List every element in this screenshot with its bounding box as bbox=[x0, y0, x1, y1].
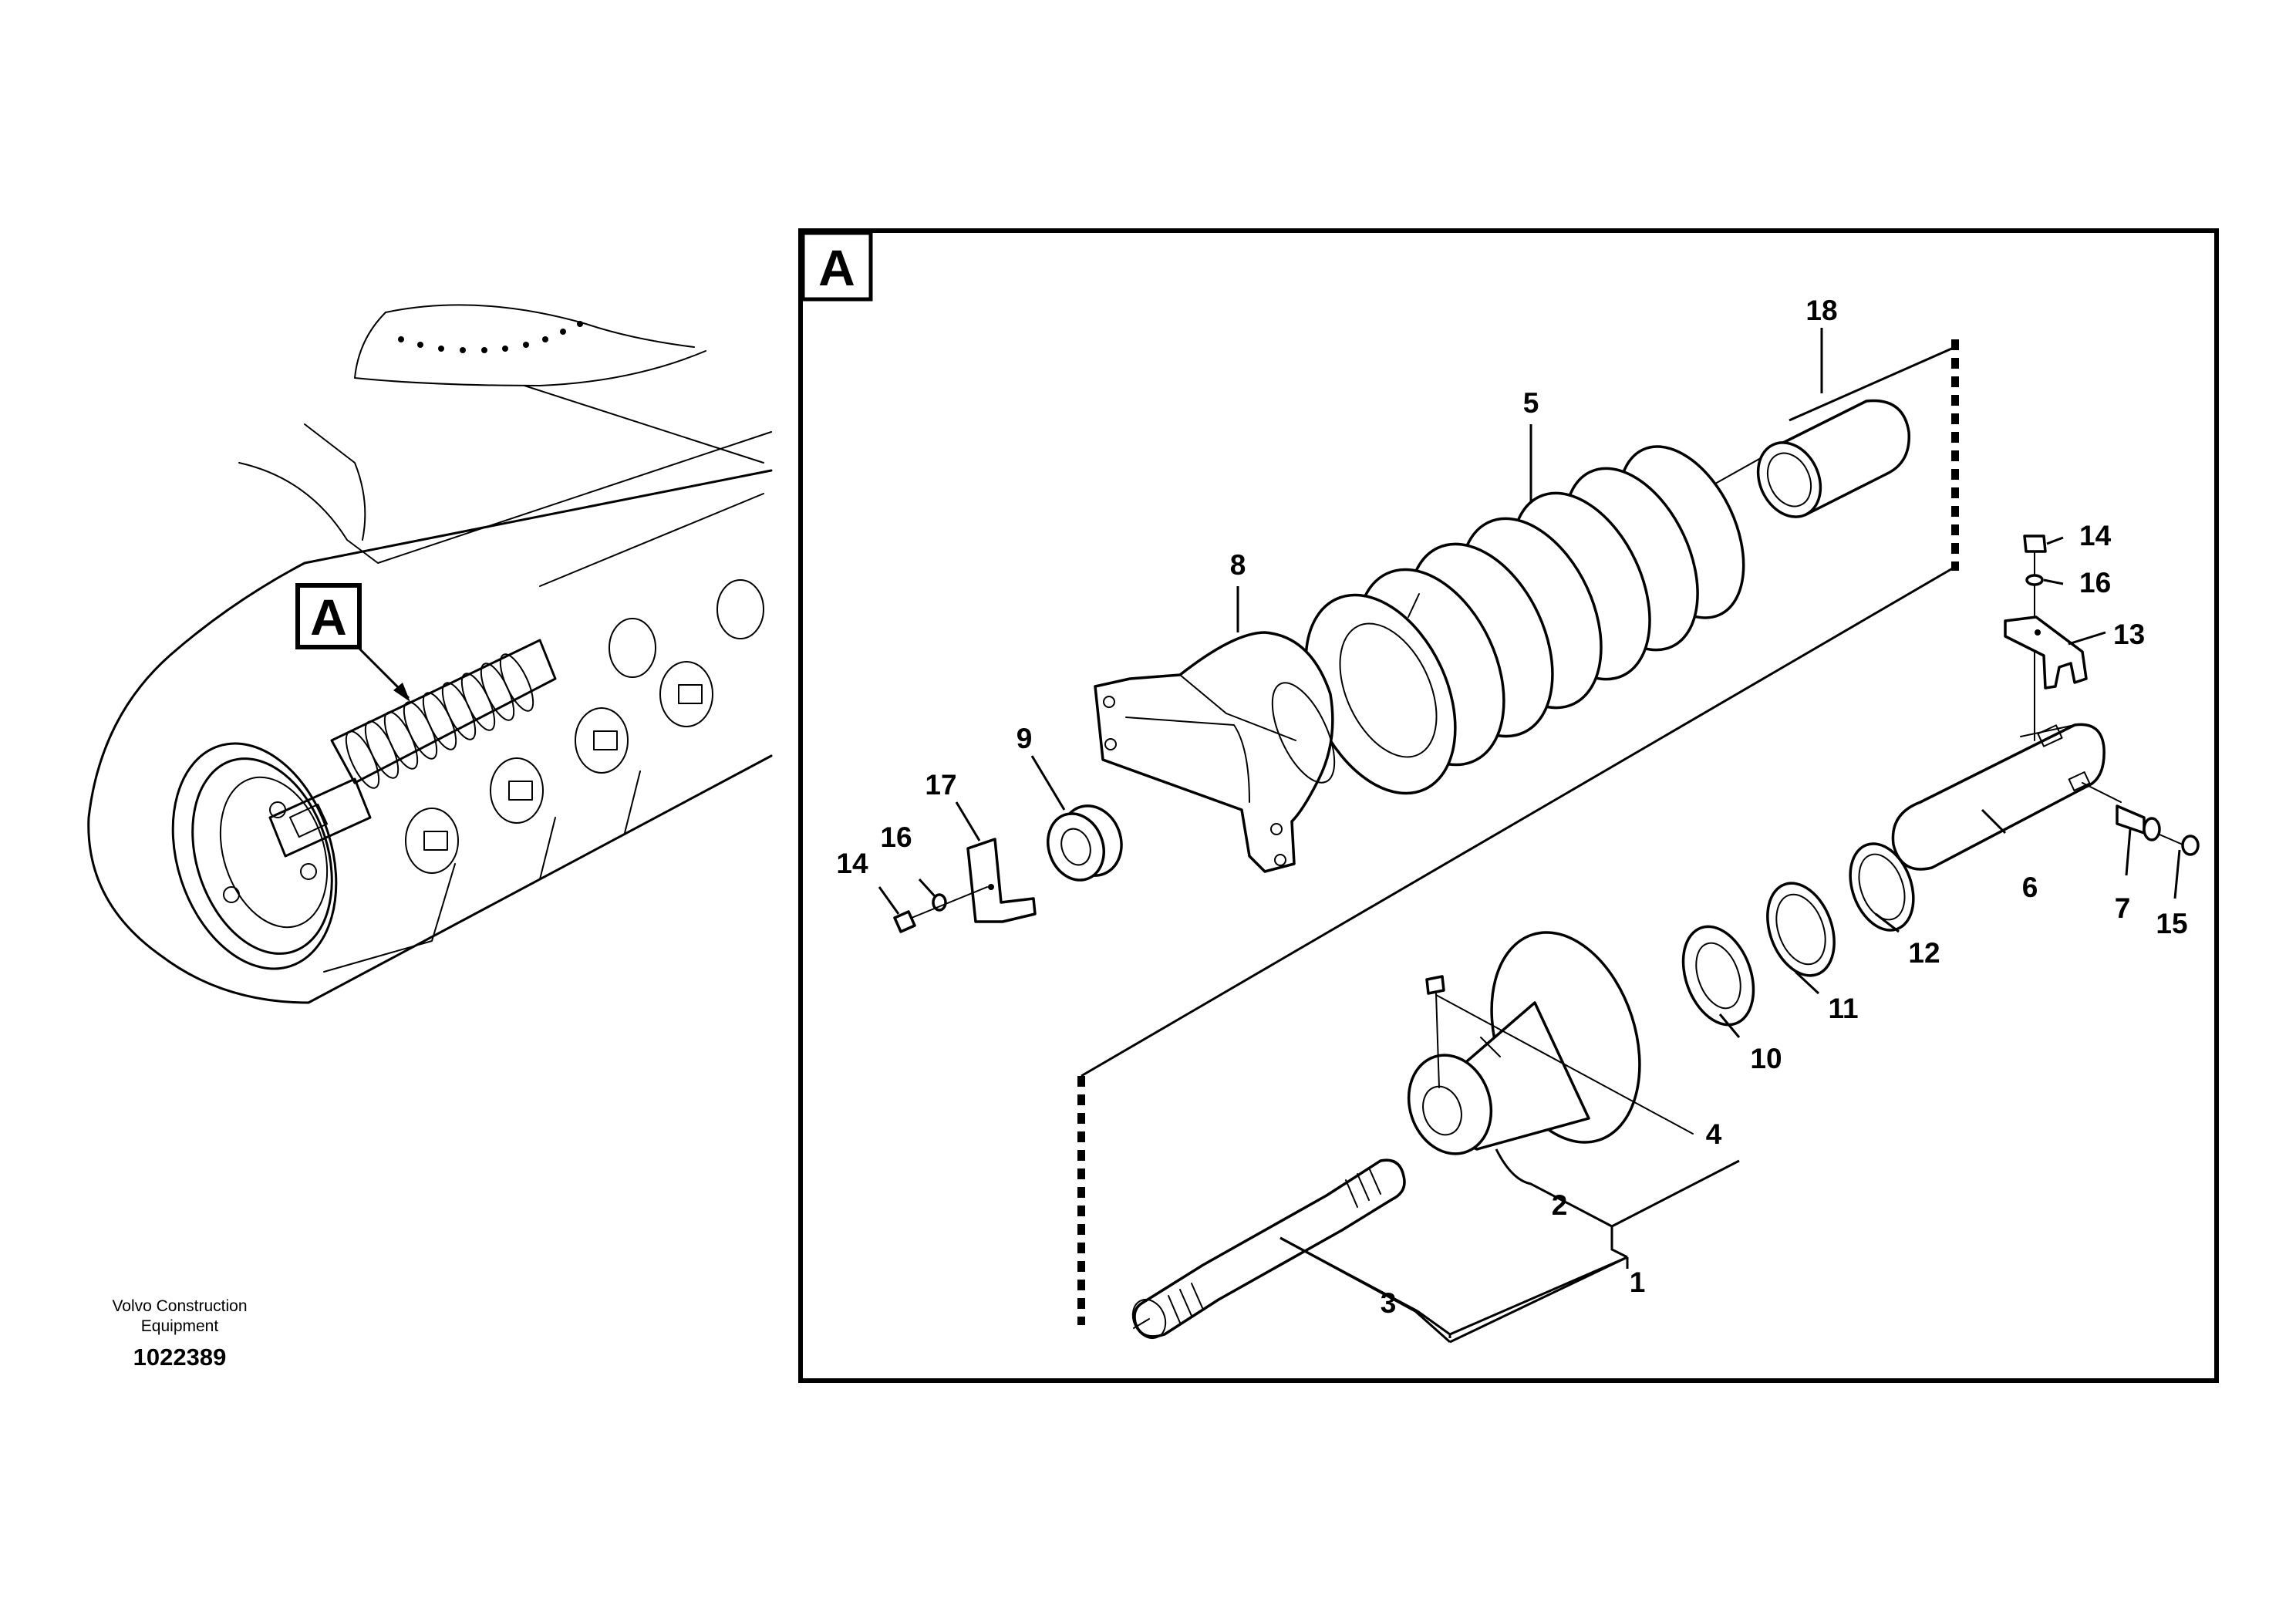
label-part-2: 2 bbox=[1552, 1189, 1568, 1221]
part-7-grease-fitting bbox=[2116, 804, 2183, 845]
turntable-bolt-dots bbox=[398, 321, 583, 353]
part-11-shim bbox=[1766, 882, 1836, 977]
label-part-3: 3 bbox=[1381, 1287, 1397, 1319]
part-2-housing bbox=[1407, 931, 1641, 1155]
part-15-cap bbox=[2181, 835, 2200, 856]
caption-line-2: Equipment bbox=[141, 1317, 219, 1335]
overview-callout-letter: A bbox=[310, 588, 347, 646]
part-6-cylinder bbox=[1891, 723, 2122, 871]
label-part-5: 5 bbox=[1523, 387, 1539, 419]
label-part-9: 9 bbox=[1017, 723, 1033, 754]
label-part-16-left: 16 bbox=[880, 821, 912, 853]
label-part-12: 12 bbox=[1908, 937, 1940, 969]
leader-lines bbox=[878, 328, 2181, 1344]
label-part-7: 7 bbox=[2115, 892, 2131, 924]
part-4-set-screw bbox=[1425, 975, 1694, 1135]
label-part-11: 11 bbox=[1828, 993, 1858, 1024]
label-part-10: 10 bbox=[1750, 1043, 1782, 1074]
detail-letter: A bbox=[818, 239, 855, 296]
part-10-ring bbox=[1681, 925, 1755, 1027]
part-8-bracket bbox=[1094, 631, 1336, 873]
part-5-spring bbox=[1304, 445, 1745, 795]
part-14-bolt-left bbox=[893, 886, 988, 933]
label-part-14-left: 14 bbox=[836, 848, 868, 879]
label-part-18: 18 bbox=[1805, 295, 1837, 326]
label-part-4: 4 bbox=[1706, 1118, 1722, 1150]
machine-overview-illustration: A bbox=[87, 304, 773, 1004]
part-number-labels: 18 5 8 9 17 16 14 14 16 13 6 7 15 12 11 … bbox=[836, 295, 2187, 1319]
part-16-washer-left bbox=[932, 893, 947, 912]
label-part-15: 15 bbox=[2156, 908, 2187, 939]
label-part-8: 8 bbox=[1230, 549, 1246, 581]
label-part-16-right: 16 bbox=[2079, 567, 2111, 599]
idler-wheel bbox=[171, 742, 338, 970]
label-part-14-right: 14 bbox=[2079, 520, 2112, 551]
track-rollers bbox=[323, 579, 764, 973]
part-13-clip bbox=[2004, 615, 2088, 690]
part-16-washer-right bbox=[2025, 574, 2044, 586]
part-3-rod bbox=[1131, 1158, 1406, 1340]
caption-line-1: Volvo Construction bbox=[112, 1297, 247, 1315]
part-18-sleeve bbox=[1756, 399, 1910, 518]
label-part-6: 6 bbox=[2022, 872, 2038, 903]
drawing-number: 1022389 bbox=[133, 1344, 227, 1371]
label-part-13: 13 bbox=[2113, 619, 2145, 650]
label-part-1: 1 bbox=[1630, 1266, 1646, 1298]
break-lines bbox=[1077, 339, 1959, 1325]
detail-frame bbox=[798, 228, 2219, 1383]
track-adjuster-spring bbox=[268, 639, 557, 858]
label-part-17: 17 bbox=[925, 769, 956, 801]
detail-view-a: A bbox=[798, 228, 2219, 1383]
detail-letter-box bbox=[801, 231, 873, 302]
drawing-caption: Volvo Construction Equipment 1022389 bbox=[112, 1297, 247, 1371]
part-9-nut bbox=[1047, 804, 1123, 882]
overview-callout: A bbox=[295, 583, 410, 702]
part-17-plate bbox=[966, 838, 1037, 923]
